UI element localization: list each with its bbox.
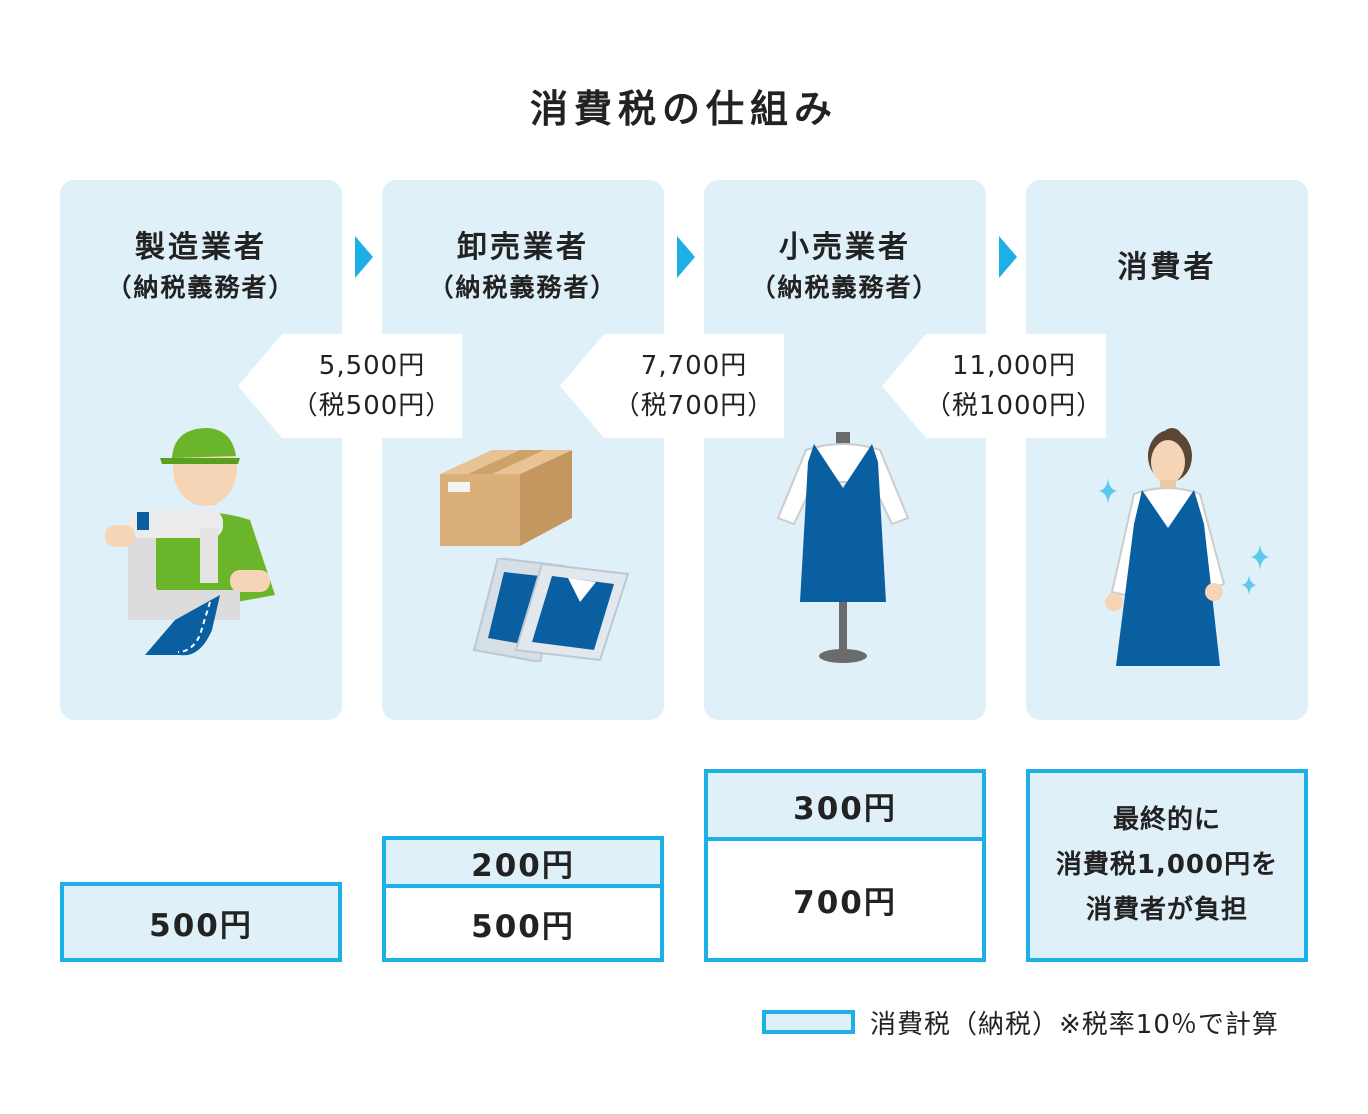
- sparkle-icon: [1250, 544, 1270, 570]
- price-tax: （税1000円）: [924, 391, 1104, 421]
- chevron-right-icon: [677, 236, 695, 278]
- stage-name: 卸売業者: [457, 230, 589, 265]
- legend-swatch: [762, 1010, 855, 1034]
- woman-in-dress-icon: [1105, 428, 1226, 666]
- cardboard-box-icon: [440, 450, 572, 546]
- consumer-burden-box: 最終的に 消費税1,000円を 消費者が負担: [1026, 769, 1308, 962]
- stage-role: （納税義務者）: [106, 273, 296, 302]
- stage-name: 製造業者: [135, 230, 267, 265]
- price-arrow-shape: [882, 334, 1106, 438]
- chevron-right-icon: [355, 236, 373, 278]
- price-amount: 7,700円: [640, 351, 748, 381]
- sparkle-icon: [1241, 574, 1257, 596]
- dress-on-mannequin-icon: [776, 432, 910, 663]
- stage-role: （納税義務者）: [428, 273, 618, 302]
- manufacturer-tax-box: 500円: [60, 882, 342, 962]
- price-amount: 11,000円: [952, 351, 1076, 381]
- chevron-right-icon: [999, 236, 1017, 278]
- burden-line: 最終的に: [1112, 805, 1221, 835]
- stage-name: 消費者: [1117, 250, 1217, 285]
- page-title: 消費税の仕組み: [529, 87, 838, 131]
- retailer-tax-box: 300円: [704, 769, 986, 841]
- packaged-dress-icon: [472, 558, 630, 662]
- price-amount: 5,500円: [318, 351, 426, 381]
- price-tax: （税500円）: [291, 391, 453, 421]
- stage-name: 小売業者: [779, 230, 911, 265]
- price-arrow-shape: [238, 334, 462, 438]
- price-tax: （税700円）: [613, 391, 775, 421]
- stage-role: （納税義務者）: [750, 273, 940, 302]
- price-label-consumer-to-retail: 11,000円 （税1000円）: [922, 334, 1106, 426]
- price-arrow-shape: [560, 334, 784, 438]
- legend-label: 消費税（納税）※税率10％で計算: [870, 1010, 1279, 1040]
- price-label-retail-to-wholesale: 7,700円 （税700円）: [604, 334, 784, 426]
- retailer-net-box: 700円: [704, 837, 986, 962]
- price-label-wholesale-to-manufacturer: 5,500円 （税500円）: [282, 334, 462, 426]
- burden-line: 消費税1,000円を: [1055, 850, 1279, 880]
- wholesaler-tax-box: 200円: [382, 836, 664, 888]
- sparkle-icon: [1098, 478, 1118, 504]
- burden-line: 消費者が負担: [1085, 895, 1248, 925]
- sewing-worker-icon: [105, 428, 275, 656]
- wholesaler-net-box: 500円: [382, 884, 664, 962]
